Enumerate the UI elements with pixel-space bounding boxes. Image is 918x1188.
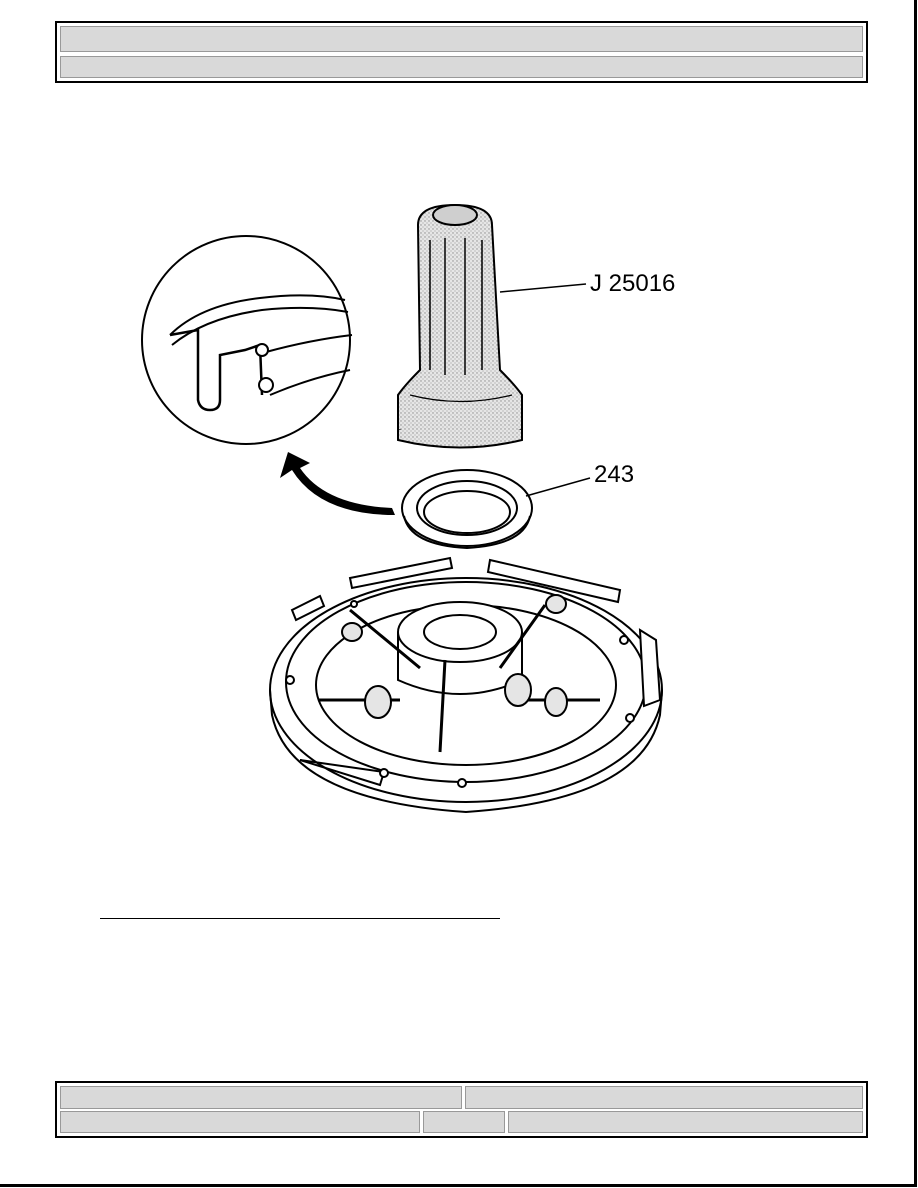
page-footer: [55, 1081, 868, 1138]
page-header: [55, 21, 868, 83]
tool-leader-line: [499, 283, 587, 293]
seal-label: 243: [594, 461, 634, 488]
header-subtitle-bar: [60, 56, 863, 78]
tool-label: J 25016: [590, 270, 675, 297]
footer-cell-bottom-middle: [423, 1111, 505, 1133]
seal-component: [401, 469, 533, 550]
seal-installer-tool: [397, 203, 523, 449]
pump-cover-body: [269, 556, 663, 814]
footer-cell-top-left: [60, 1086, 462, 1109]
header-title-bar: [60, 26, 863, 52]
detail-indicator-arrow: [280, 452, 395, 515]
seal-cross-section-detail: [141, 235, 353, 445]
footer-cell-bottom-right: [508, 1111, 863, 1133]
seal-leader-line: [525, 477, 591, 497]
footer-cell-top-right: [465, 1086, 863, 1109]
footer-cell-bottom-left: [60, 1111, 420, 1133]
section-rule: [100, 918, 500, 919]
